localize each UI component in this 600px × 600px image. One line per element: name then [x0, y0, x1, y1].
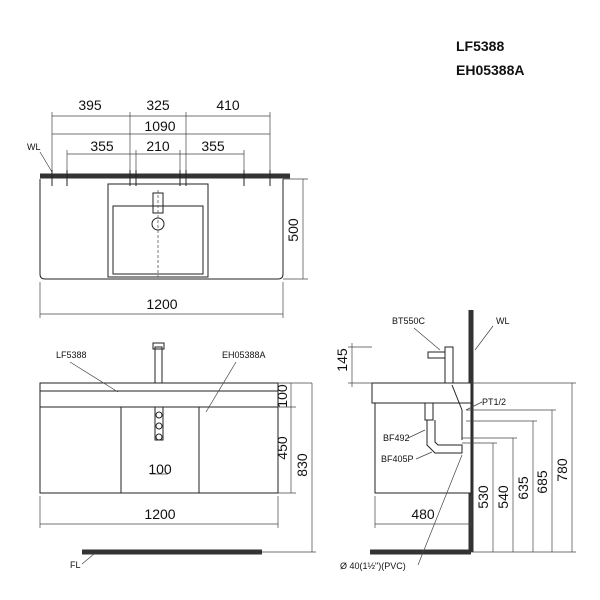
wl-label-top: WL [27, 142, 41, 152]
dim-355-left: 355 [90, 138, 114, 154]
leader-pt [465, 401, 483, 411]
label-basin-front: LF5388 [56, 350, 87, 360]
side-countertop [371, 382, 472, 404]
wl-label-side: WL [496, 316, 510, 326]
leader-cabinet [205, 361, 237, 413]
dim-780: 780 [554, 458, 570, 482]
countertop-outline [39, 179, 284, 280]
dim-100-top: 100 [274, 384, 290, 408]
drain-fitting-1 [155, 411, 163, 419]
fl-label: FL [70, 560, 81, 570]
dim-145: 145 [334, 348, 350, 372]
dim-480: 480 [411, 506, 435, 522]
dim-685: 685 [534, 470, 550, 494]
drain-hole [151, 217, 165, 231]
trap-side [426, 420, 463, 454]
leader-bf492 [407, 429, 426, 439]
dim-325: 325 [146, 97, 170, 113]
dim-395: 395 [78, 97, 102, 113]
top-view: WL 395 325 410 1090 [27, 97, 308, 318]
label-cabinet-front: EH05388A [222, 350, 266, 360]
side-view: WL BT550C BF492 BF405P PT1/2 145 480 [334, 310, 576, 571]
leader-pipe [417, 454, 463, 566]
dim-450: 450 [274, 436, 290, 460]
side-cabinet [374, 402, 472, 494]
wl-leader-top [39, 151, 53, 173]
leader-basin [69, 361, 119, 393]
leader-bf405p [415, 451, 433, 460]
dim-500: 500 [285, 218, 301, 242]
label-bf405p: BF405P [381, 454, 414, 464]
label-faucet: BT550C [392, 316, 426, 326]
dim-1200-top: 1200 [146, 296, 177, 312]
dim-410: 410 [216, 97, 240, 113]
drain-body-side [424, 403, 434, 421]
drain-fitting-2 [155, 422, 163, 430]
faucet-spout [427, 351, 445, 359]
label-bf492: BF492 [383, 433, 410, 443]
pipe-note: Ø 40(1½")(PVC) [340, 561, 406, 571]
supply-hose [451, 384, 463, 411]
drain-fitting-3 [155, 433, 163, 441]
dim-1200-front: 1200 [144, 506, 175, 522]
faucet-side [444, 346, 454, 384]
fl-leader [81, 553, 95, 565]
mount-screws [51, 170, 271, 186]
front-view: LF5388 EH05388A 100 100 450 830 1200 FL [39, 342, 316, 570]
dim-830: 830 [294, 453, 310, 477]
dim-100-drain: 100 [148, 461, 172, 477]
front-cabinet [39, 406, 279, 494]
dim-530: 530 [475, 485, 491, 509]
model-code-cabinet: EH05388A [456, 62, 525, 78]
front-countertop [39, 382, 279, 408]
model-code-basin: LF5388 [456, 38, 504, 54]
dim-635: 635 [515, 476, 531, 500]
dim-540: 540 [495, 485, 511, 509]
dim-210: 210 [146, 138, 170, 154]
label-pt: PT1/2 [482, 397, 506, 407]
faucet-front [154, 346, 163, 384]
dim-1090: 1090 [144, 118, 175, 134]
dim-355-right: 355 [201, 138, 225, 154]
faucet-handle [152, 342, 165, 350]
wl-leader-side [474, 325, 494, 351]
leader-faucet [413, 327, 441, 351]
